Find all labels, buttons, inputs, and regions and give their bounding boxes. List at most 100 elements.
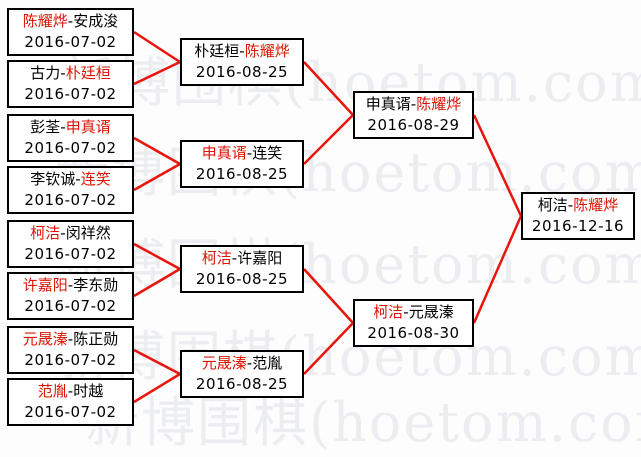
- connector-line: [133, 242, 181, 271]
- separator: -: [246, 354, 253, 372]
- match-players: 许嘉阳-李东勋: [9, 275, 132, 296]
- connector-line: [133, 136, 181, 166]
- connector-line: [133, 30, 181, 64]
- match-box-sf-1: 申真谞-陈耀烨 2016-08-29: [353, 91, 474, 139]
- match-players: 柯洁-闵祥然: [9, 223, 132, 244]
- connector-line: [303, 268, 354, 324]
- separator: -: [567, 196, 574, 214]
- player-name: 朴廷桓: [194, 42, 240, 60]
- separator: -: [67, 12, 74, 30]
- match-date: 2016-08-25: [195, 375, 289, 393]
- connector-line: [472, 114, 523, 217]
- player-name: 申真谞: [65, 118, 111, 136]
- player-name: 柯洁: [201, 249, 232, 267]
- separator: -: [67, 276, 74, 294]
- player-name: 时越: [73, 382, 104, 400]
- separator: -: [67, 382, 74, 400]
- match-date: 2016-08-25: [195, 270, 289, 288]
- player-name: 陈耀烨: [22, 12, 68, 30]
- match-box-qf-2: 申真谞-连笑 2016-08-25: [180, 140, 304, 188]
- match-date: 2016-07-02: [24, 403, 117, 421]
- match-date: 2016-07-02: [24, 139, 117, 157]
- match-date: 2016-08-25: [195, 165, 289, 183]
- player-name: 陈耀烨: [416, 95, 462, 113]
- connector-line: [133, 372, 181, 404]
- match-box-r16-5: 柯洁-闵祥然 2016-07-02: [7, 220, 134, 268]
- match-players: 范胤-时越: [9, 381, 132, 402]
- connector-line: [303, 322, 354, 375]
- match-date: 2016-08-30: [367, 324, 460, 342]
- match-players: 申真谞-陈耀烨: [355, 94, 472, 115]
- match-box-final: 柯洁-陈耀烨 2016-12-16: [521, 192, 635, 240]
- separator: -: [403, 303, 409, 321]
- match-box-r16-3: 彭荃-申真谞 2016-07-02: [7, 114, 134, 162]
- player-name: 申真谞: [365, 95, 411, 113]
- match-box-r16-8: 范胤-时越 2016-07-02: [7, 378, 134, 426]
- match-date: 2016-07-02: [24, 33, 117, 51]
- match-box-r16-4: 李钦诚-连笑 2016-07-02: [7, 166, 134, 214]
- player-name: 安成浚: [73, 12, 119, 30]
- player-name: 范胤: [37, 382, 68, 400]
- separator: -: [246, 144, 253, 162]
- separator: -: [231, 249, 238, 267]
- player-name: 申真谞: [201, 144, 247, 162]
- match-date: 2016-07-02: [24, 297, 117, 315]
- player-name: 元晟溱: [408, 303, 454, 321]
- separator: -: [60, 64, 66, 82]
- match-box-r16-2: 古力-朴廷桓 2016-07-02: [7, 60, 134, 108]
- match-box-r16-1: 陈耀烨-安成浚 2016-07-02: [7, 8, 134, 56]
- connector-line: [133, 60, 181, 86]
- match-players: 彭荃-申真谞: [9, 117, 132, 138]
- connector-line: [133, 348, 181, 376]
- player-name: 彭荃: [30, 118, 61, 136]
- match-players: 李钦诚-连笑: [9, 169, 132, 190]
- match-date: 2016-08-25: [195, 63, 289, 81]
- separator: -: [75, 170, 81, 188]
- player-name: 陈正勋: [73, 330, 119, 348]
- match-players: 陈耀烨-安成浚: [9, 11, 132, 32]
- bracket-diagram: 新博围棋(hoetom.com) 新博围棋(hoetom.com) 新博围棋(h…: [7, 8, 641, 454]
- player-name: 闵祥然: [65, 224, 111, 242]
- player-name: 朴廷桓: [65, 64, 111, 82]
- separator: -: [410, 95, 417, 113]
- connector-lines: [133, 30, 523, 404]
- match-date: 2016-07-02: [24, 351, 117, 369]
- match-date: 2016-07-02: [24, 85, 117, 103]
- match-box-sf-2: 柯洁-元晟溱 2016-08-30: [353, 299, 474, 347]
- connector-line: [133, 162, 181, 192]
- match-players: 元晟溱-范胤: [182, 353, 302, 374]
- player-name: 陈耀烨: [244, 42, 290, 60]
- player-name: 古力: [30, 64, 61, 82]
- match-date: 2016-12-16: [531, 217, 625, 235]
- match-box-r16-6: 许嘉阳-李东勋 2016-07-02: [7, 272, 134, 320]
- match-box-qf-3: 柯洁-许嘉阳 2016-08-25: [180, 245, 304, 293]
- player-name: 李钦诚: [30, 170, 76, 188]
- player-name: 柯洁: [373, 303, 404, 321]
- player-name: 范胤: [252, 354, 283, 372]
- player-name: 许嘉阳: [237, 249, 283, 267]
- player-name: 元晟溱: [22, 330, 68, 348]
- match-date: 2016-07-02: [24, 245, 117, 263]
- match-box-qf-1: 朴廷桓-陈耀烨 2016-08-25: [180, 38, 304, 86]
- match-players: 朴廷桓-陈耀烨: [182, 41, 302, 62]
- player-name: 元晟溱: [201, 354, 247, 372]
- match-players: 柯洁-陈耀烨: [523, 195, 633, 216]
- connector-line: [303, 61, 354, 116]
- separator: -: [60, 118, 66, 136]
- player-name: 柯洁: [30, 224, 61, 242]
- player-name: 连笑: [252, 144, 283, 162]
- player-name: 李东勋: [73, 276, 119, 294]
- match-date: 2016-08-29: [367, 116, 460, 134]
- match-box-qf-4: 元晟溱-范胤 2016-08-25: [180, 350, 304, 398]
- player-name: 柯洁: [537, 196, 568, 214]
- match-players: 元晟溱-陈正勋: [9, 329, 132, 350]
- separator: -: [60, 224, 66, 242]
- separator: -: [239, 42, 245, 60]
- match-players: 申真谞-连笑: [182, 143, 302, 164]
- match-players: 柯洁-许嘉阳: [182, 248, 302, 269]
- match-players: 柯洁-元晟溱: [355, 302, 472, 323]
- match-date: 2016-07-02: [24, 191, 117, 209]
- connector-line: [133, 267, 181, 298]
- connector-line: [472, 215, 523, 324]
- player-name: 许嘉阳: [22, 276, 68, 294]
